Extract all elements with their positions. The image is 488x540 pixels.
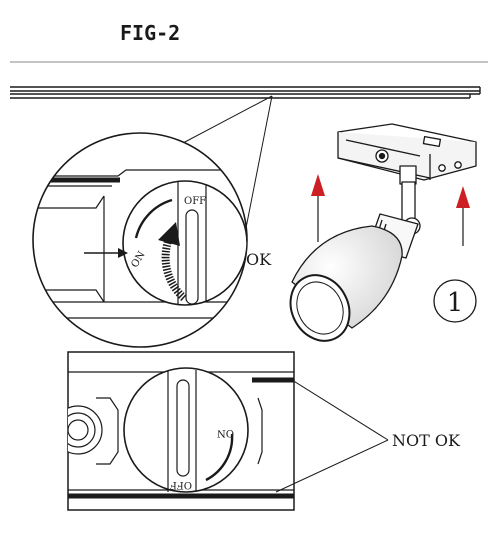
rotate-arrow-head (158, 222, 180, 246)
figure-title: FIG-2 (120, 21, 180, 45)
detail-leader-lines (182, 95, 273, 229)
right-arrow-icon (118, 248, 128, 258)
ok-detail-magnifier: ON OFF (32, 132, 248, 348)
up-arrow-icon-right (456, 186, 470, 246)
step-number: 1 (447, 288, 464, 318)
step-number-badge: 1 (433, 279, 477, 323)
rotate-arrow-icon (161, 234, 187, 302)
not-ok-switch-off-label: OFF (170, 479, 192, 490)
track-rail (10, 86, 481, 99)
switch-arc-rotated (205, 433, 234, 482)
knob-slot (185, 209, 199, 305)
not-ok-switch-on-label: ON (217, 427, 234, 438)
ok-switch-off-label: OFF (184, 196, 206, 207)
ok-verdict-label: OK (246, 250, 272, 269)
spotlight-fixture (289, 123, 477, 342)
knob-slot-rotated (176, 379, 190, 477)
switch-arc (134, 198, 173, 239)
not-ok-leader-lines (275, 379, 389, 493)
not-ok-verdict-label: NOT OK (392, 431, 461, 450)
up-arrow-icon (311, 174, 325, 242)
not-ok-detail-magnifier: ON OFF (67, 351, 295, 511)
